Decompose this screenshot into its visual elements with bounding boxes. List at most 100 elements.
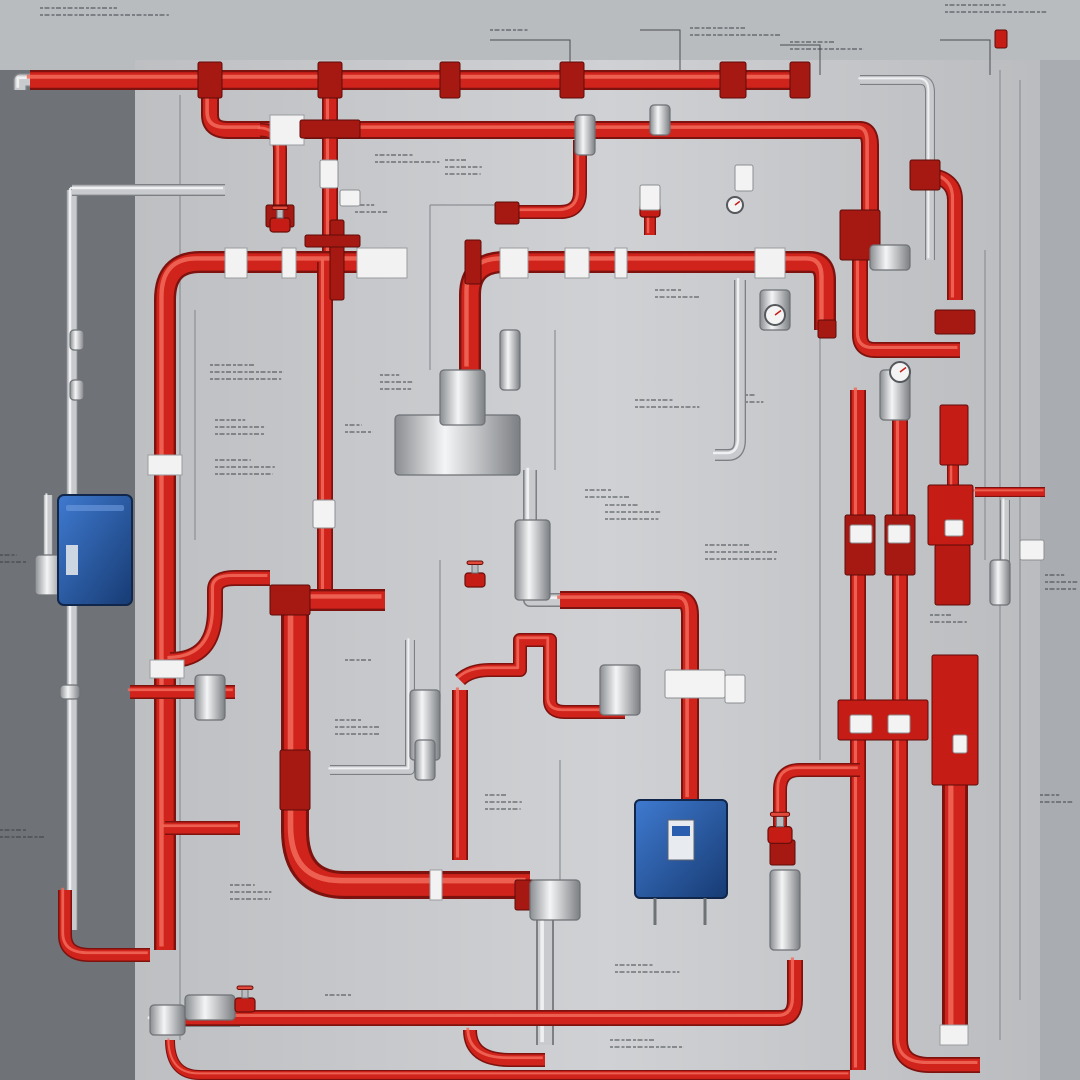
silver-pipe-lower-center-body xyxy=(330,640,414,774)
white-label-box xyxy=(849,714,873,734)
second-header-pipe-highlight xyxy=(205,77,869,238)
pipe-flange xyxy=(299,119,361,139)
right-header-drop-highlight xyxy=(855,237,958,350)
top-right-marker xyxy=(994,29,1008,49)
board-right-edge xyxy=(1040,60,1080,1080)
pipe-flange xyxy=(279,749,311,811)
upper-center-branch-highlight xyxy=(502,137,580,212)
pipe-flange xyxy=(494,201,520,225)
valve-handwheel xyxy=(236,985,254,990)
pipe-band xyxy=(356,247,408,279)
silver-pipe-lower-center-highlight xyxy=(328,638,410,770)
center-right-loop xyxy=(557,591,699,800)
bottom-left-fitting xyxy=(149,1004,186,1036)
pipe-band xyxy=(429,869,443,901)
silver-pipe-left-branch xyxy=(70,184,225,196)
pipe-flange xyxy=(329,219,345,301)
pipe-band xyxy=(754,247,786,279)
controller-lower-indicator xyxy=(672,826,690,836)
pipe-band xyxy=(281,247,297,279)
pipe-band xyxy=(269,114,305,146)
pipe-flange xyxy=(719,61,747,99)
valve-icon xyxy=(269,205,291,233)
equipment xyxy=(34,104,1045,1036)
left-loop-pipe-highlight xyxy=(159,256,402,947)
left-valve-fitting xyxy=(194,674,226,721)
upper-center-branch xyxy=(502,137,587,219)
right-header-fitting xyxy=(869,244,911,271)
lower-tee-fitting xyxy=(529,879,581,921)
center-pump-motor xyxy=(439,369,486,426)
left-small-loop xyxy=(167,570,270,668)
lower-manifold-fitting xyxy=(599,664,641,716)
lower-center-manifold xyxy=(455,633,625,719)
right-riser-2-highlight xyxy=(895,397,978,1065)
white-sensor-box xyxy=(1019,539,1045,561)
lower-center-manifold-body xyxy=(456,634,625,718)
gauge-needle xyxy=(774,309,782,316)
left-small-loop-highlight xyxy=(167,573,268,660)
lower-center-coupling xyxy=(414,739,436,781)
pressure-gauge-icon xyxy=(764,304,786,326)
control-panel-icon xyxy=(634,799,728,925)
right-lower-branch-body xyxy=(774,764,860,860)
pipe-flange xyxy=(304,234,361,248)
valve-body xyxy=(464,572,486,588)
pipe-band xyxy=(564,247,590,279)
valve-body xyxy=(767,825,793,844)
pipe-band xyxy=(224,247,248,279)
valve-icon xyxy=(464,560,486,588)
white-sensor-box xyxy=(639,184,661,211)
pipe-band xyxy=(149,659,185,679)
white-label-box xyxy=(952,734,968,754)
controller-left-label xyxy=(66,545,78,575)
right-lower-branch-highlight xyxy=(776,766,858,858)
left-loop-pipe xyxy=(154,251,405,950)
left-loop-pipe-body xyxy=(156,253,405,950)
valve-handwheel xyxy=(466,560,484,565)
white-label-box xyxy=(849,524,873,544)
valve-icon xyxy=(234,985,256,1013)
left-support-2 xyxy=(69,379,85,401)
left-lower-stub xyxy=(162,821,240,835)
control-panel-icon xyxy=(57,494,133,606)
center-strainer xyxy=(514,519,551,601)
pressure-gauge-icon xyxy=(889,361,911,383)
lower-left-elbow-pipe xyxy=(281,605,530,899)
far-left-elbow xyxy=(58,887,150,962)
controller-left-highlight xyxy=(66,505,124,511)
white-control-box xyxy=(724,674,746,704)
pipe-flange xyxy=(197,61,223,99)
pipe-flange xyxy=(909,159,941,191)
pipe-flange xyxy=(844,514,876,576)
bottom-return-elbow xyxy=(463,1027,545,1067)
valve-stem xyxy=(276,208,284,219)
valve-stem xyxy=(471,563,479,574)
pipe-flange xyxy=(884,514,916,576)
left-small-loop-body xyxy=(169,571,270,667)
right-pressure-switch xyxy=(939,404,969,466)
valve-stem xyxy=(775,815,785,828)
silver-pipe-mid-right-body xyxy=(715,280,745,460)
board-panel xyxy=(135,60,1080,1080)
silver-pipe-controller-feed xyxy=(43,493,53,560)
pipe-flange xyxy=(269,584,311,616)
right-edge-fitting xyxy=(989,559,1011,606)
leader-line xyxy=(780,44,821,75)
valve-icon xyxy=(767,811,793,844)
left-support-3 xyxy=(59,684,81,700)
pipe-band xyxy=(499,247,529,279)
right-riser-2 xyxy=(892,397,980,1073)
bottom-header-pipe-body xyxy=(160,960,802,1025)
bottom-left-coupling xyxy=(184,994,236,1021)
lower-center-manifold-highlight xyxy=(456,636,623,712)
silver-pipe-lower-center xyxy=(328,638,415,775)
pipe-flange xyxy=(317,61,343,99)
leader-line xyxy=(640,29,681,75)
right-side-stub xyxy=(973,487,1045,497)
right-alarm-box xyxy=(934,544,971,606)
bottom-return-elbow-highlight xyxy=(466,1027,543,1060)
header-valve-fitting xyxy=(574,114,596,156)
